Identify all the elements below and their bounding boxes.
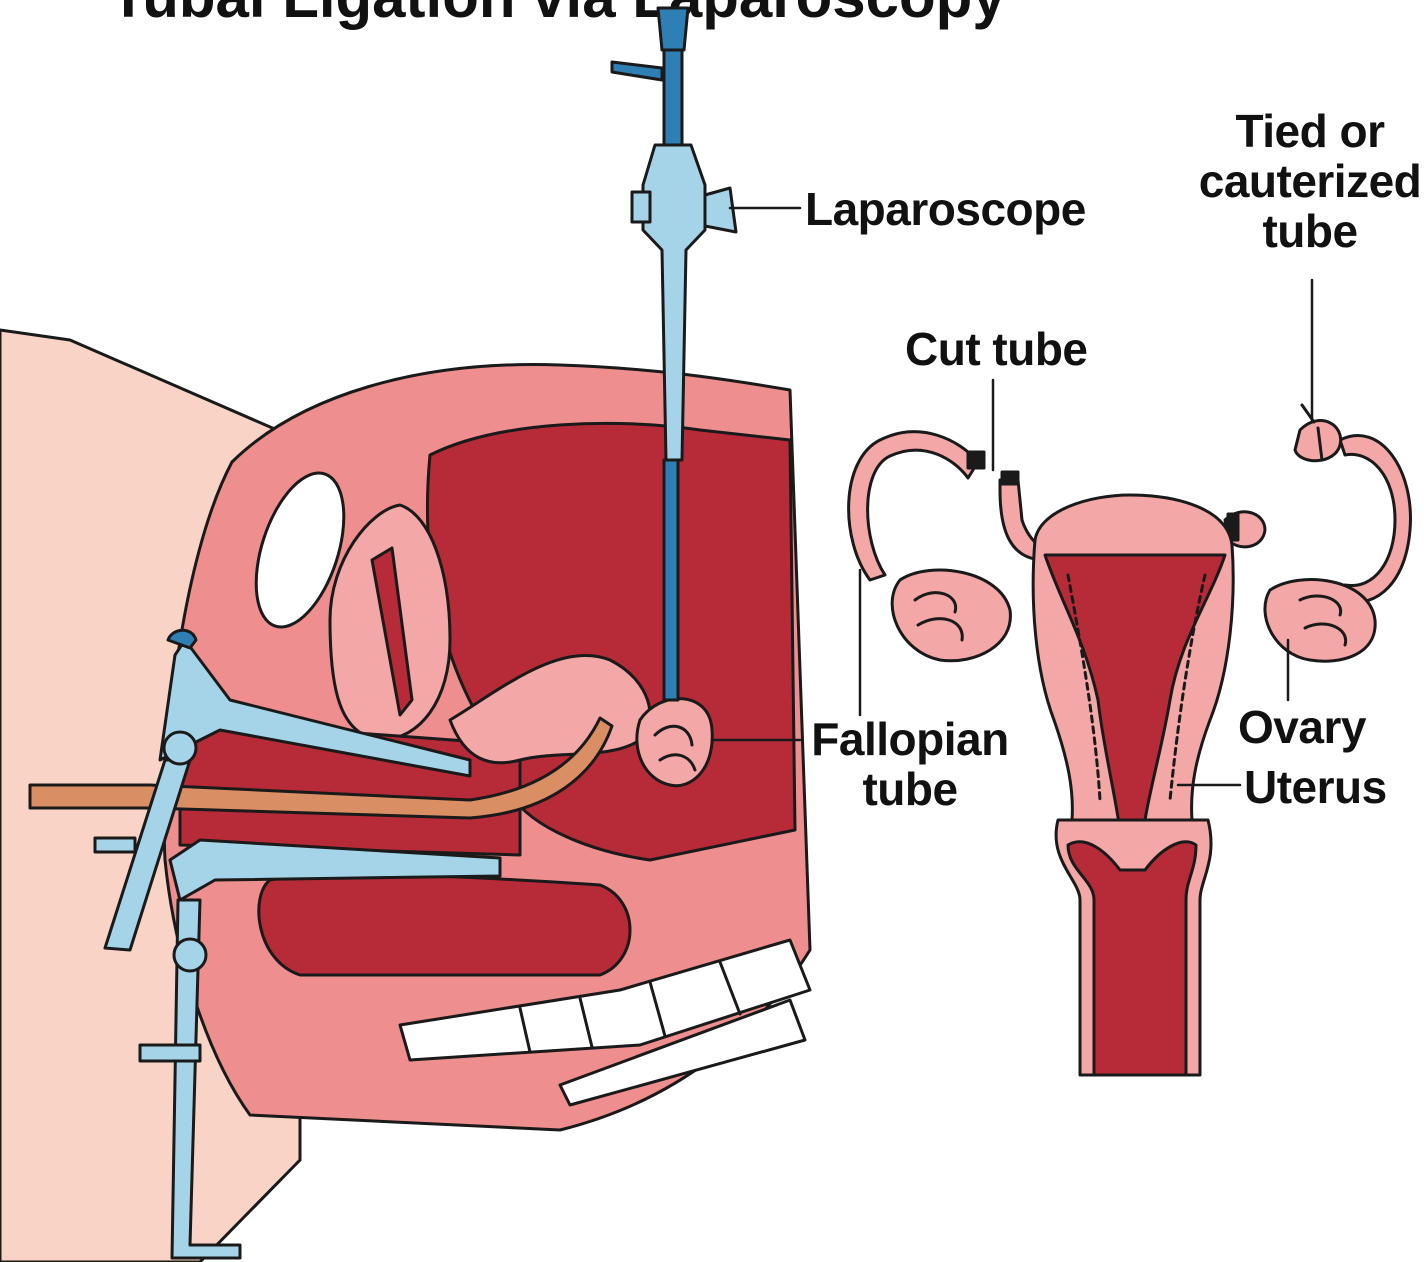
cross-section xyxy=(0,330,810,1262)
label-laparoscope: Laparoscope xyxy=(805,184,1086,234)
label-fallopian-tube-line-1: Fallopian xyxy=(805,714,1015,764)
laparoscope-valve-arm xyxy=(612,62,662,80)
label-tied-tube-line-3: tube xyxy=(1196,206,1424,256)
side-ovary xyxy=(637,699,712,786)
left-cut-end xyxy=(1002,472,1018,484)
laparoscope-port-right xyxy=(705,188,736,232)
speculum-screw-upper xyxy=(95,838,135,852)
label-cut-tube: Cut tube xyxy=(905,324,1088,374)
label-fallopian-tube: Fallopian tube xyxy=(805,714,1015,814)
speculum-hinge-upper xyxy=(164,732,196,764)
label-fallopian-tube-line-2: tube xyxy=(805,764,1015,814)
left-fallopian-tube-outer xyxy=(849,432,978,580)
left-cut-end xyxy=(968,452,984,468)
rectum xyxy=(259,875,630,975)
laparoscope-shaft xyxy=(664,460,678,700)
label-ovary: Ovary xyxy=(1238,702,1366,752)
speculum-screw-lower xyxy=(140,1045,200,1061)
left-ovary xyxy=(892,570,1010,661)
speculum-hinge-lower xyxy=(174,939,206,971)
label-uterus: Uterus xyxy=(1244,762,1387,812)
laparoscope-port-left xyxy=(632,192,650,222)
label-tied-tube-line-1: Tied or xyxy=(1196,106,1424,156)
right-fallopian-tube xyxy=(1340,436,1410,603)
laparoscope-upper-stem xyxy=(664,50,682,145)
label-tied-tube: Tied or cauterized tube xyxy=(1196,106,1424,256)
label-tied-tube-line-2: cauterized xyxy=(1196,156,1424,206)
laparoscope-eyepiece xyxy=(658,8,688,50)
right-ovary xyxy=(1265,580,1375,662)
